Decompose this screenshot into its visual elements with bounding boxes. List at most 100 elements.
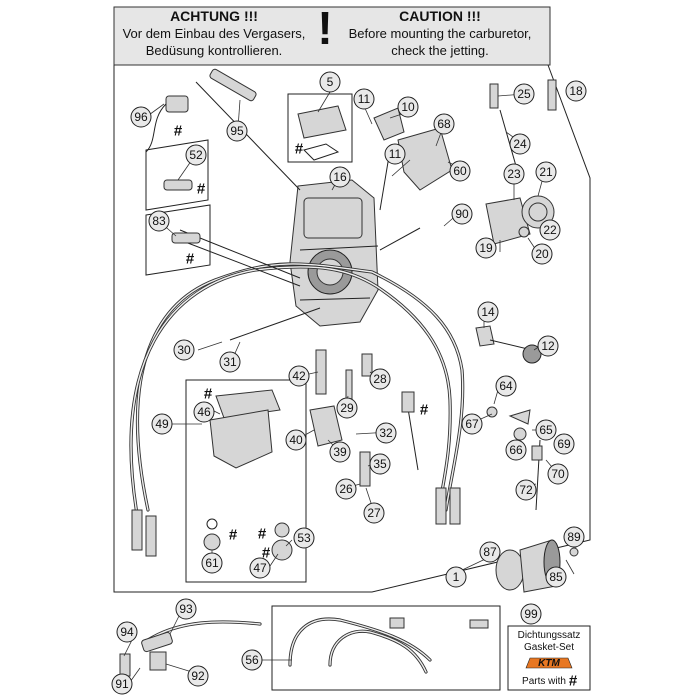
svg-text:28: 28 — [373, 372, 387, 386]
svg-text:29: 29 — [340, 401, 354, 415]
svg-text:95: 95 — [230, 124, 244, 138]
svg-text:10: 10 — [401, 100, 415, 114]
svg-text:26: 26 — [339, 482, 353, 496]
callout-65: 65 — [535, 419, 557, 441]
callout-30: 30 — [173, 339, 195, 361]
svg-text:12: 12 — [541, 339, 555, 353]
throttle-linkage-group — [486, 406, 543, 511]
svg-text:46: 46 — [197, 405, 211, 419]
svg-text:49: 49 — [155, 417, 169, 431]
brand-logo-bg — [525, 657, 573, 669]
svg-text:25: 25 — [517, 87, 531, 101]
callout-96: 96 — [130, 106, 152, 128]
callout-39: 39 — [329, 441, 351, 463]
vent-fitting — [209, 68, 257, 102]
callout-67: 67 — [461, 413, 483, 435]
callout-72: 72 — [515, 479, 537, 501]
callout-28: 28 — [369, 368, 391, 390]
svg-text:68: 68 — [437, 117, 451, 131]
callout-66: 66 — [505, 439, 527, 461]
svg-text:90: 90 — [455, 207, 469, 221]
idle-jet-group — [145, 204, 211, 276]
vent-hose — [195, 81, 301, 191]
main-assembly-outline — [113, 64, 591, 593]
warning-line2-en: check the jetting. — [391, 43, 489, 58]
callout-22: 22 — [539, 219, 561, 241]
callout-21: 21 — [535, 161, 557, 183]
callout-1: 1 — [445, 566, 467, 588]
hash-marker: # — [174, 123, 183, 140]
svg-text:24: 24 — [513, 137, 527, 151]
float-bracket — [309, 405, 343, 447]
throttle-cable-assembly — [129, 262, 465, 557]
callout-24: 24 — [509, 133, 531, 155]
svg-text:96: 96 — [134, 110, 148, 124]
callout-14: 14 — [477, 301, 499, 323]
svg-text:39: 39 — [333, 445, 347, 459]
svg-text:35: 35 — [373, 457, 387, 471]
svg-text:72: 72 — [519, 483, 533, 497]
callout-27: 27 — [363, 502, 385, 524]
callout-95: 95 — [226, 120, 248, 142]
svg-text:14: 14 — [481, 305, 495, 319]
callout-70: 70 — [547, 463, 569, 485]
gasket-kit-box: Dichtungssatz Gasket-Set KTM Parts with … — [507, 625, 591, 691]
callout-61: 61 — [201, 552, 223, 574]
svg-text:11: 11 — [389, 147, 402, 161]
callout-40: 40 — [285, 429, 307, 451]
callout-92: 92 — [187, 665, 209, 687]
hash-marker: # — [204, 386, 213, 403]
svg-text:16: 16 — [333, 170, 347, 184]
callout-31: 31 — [219, 351, 241, 373]
float-needle — [359, 451, 371, 487]
svg-text:42: 42 — [292, 369, 306, 383]
svg-text:61: 61 — [205, 556, 219, 570]
callout-94: 94 — [116, 621, 138, 643]
hash-marker: # — [258, 526, 267, 543]
hash-marker: # — [229, 527, 238, 544]
hash-markers: # # # # # # # # # — [174, 123, 429, 562]
callout-26: 26 — [335, 478, 357, 500]
callouts: 5 11 10 68 11 60 16 25 18 24 23 21 22 19… — [111, 71, 587, 695]
needle-clip — [401, 391, 415, 413]
svg-text:66: 66 — [509, 443, 523, 457]
callout-90: 90 — [451, 203, 473, 225]
callout-25: 25 — [513, 83, 535, 105]
svg-text:23: 23 — [507, 167, 521, 181]
intake-boot-group — [495, 539, 579, 593]
parts-with-label: Parts with — [522, 676, 566, 687]
svg-text:60: 60 — [453, 164, 467, 178]
bleed-pin — [489, 83, 499, 109]
svg-text:85: 85 — [549, 570, 563, 584]
choke-plunger-group — [145, 139, 209, 211]
hash-marker: # — [262, 545, 271, 562]
svg-text:87: 87 — [483, 545, 497, 559]
callout-11: 11 — [353, 88, 375, 110]
hash-marker: # — [186, 251, 195, 268]
callout-16: 16 — [329, 166, 351, 188]
svg-text:30: 30 — [177, 343, 191, 357]
warning-line1-en: Before mounting the carburetor, — [349, 26, 532, 41]
svg-text:19: 19 — [479, 241, 493, 255]
kit-hash-symbol: # — [569, 673, 578, 690]
svg-text:18: 18 — [569, 84, 583, 98]
callout-69: 69 — [553, 433, 575, 455]
pilot-jet — [361, 353, 373, 377]
pump-rod — [547, 79, 557, 111]
kit-label-de: Dichtungssatz — [518, 630, 581, 641]
warning-heading-en: CAUTION !!! — [399, 8, 481, 24]
svg-text:91: 91 — [115, 677, 129, 691]
callout-12: 12 — [537, 335, 559, 357]
svg-text:89: 89 — [567, 530, 581, 544]
accelerator-pump-group — [485, 195, 555, 245]
float-bowl-group — [185, 379, 307, 583]
callout-53: 53 — [293, 527, 315, 549]
svg-text:31: 31 — [223, 355, 237, 369]
svg-text:27: 27 — [367, 506, 381, 520]
brand-logo: KTM — [538, 658, 560, 669]
callout-89: 89 — [563, 526, 585, 548]
warning-banner: ACHTUNG !!! Vor dem Einbau des Vergasers… — [113, 2, 551, 66]
callout-32: 32 — [375, 422, 397, 444]
callout-68: 68 — [433, 113, 455, 135]
